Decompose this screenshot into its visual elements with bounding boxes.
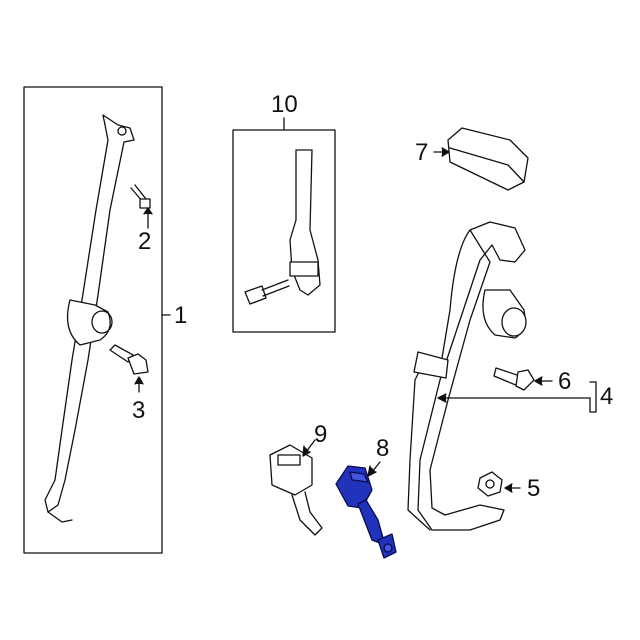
bolt-part-3: [109, 344, 149, 393]
nut-part-5: [477, 471, 521, 497]
bolt-part-2: [130, 184, 153, 229]
cover-part-7: [433, 127, 529, 191]
callout-2: 2: [138, 228, 152, 255]
group-box-10: [232, 129, 336, 333]
callout-7: 7: [415, 139, 429, 166]
callout-10: 10: [271, 91, 298, 118]
callout-8: 8: [376, 435, 390, 462]
callout-1: 1: [174, 302, 188, 329]
callout-4: 4: [600, 383, 614, 410]
callout-6: 6: [558, 368, 572, 395]
seat-belt-retractor-part-4: [407, 221, 597, 531]
buckle-part-8-highlighted: [335, 461, 397, 559]
buckle-part-9: [269, 439, 323, 536]
group-box-1: [23, 86, 163, 554]
seat-belt-assembly-part-1: [44, 114, 135, 523]
callout-9: 9: [314, 421, 328, 448]
buckle-strap-part-10: [244, 149, 321, 305]
bolt-part-6: [493, 367, 553, 391]
callout-3: 3: [132, 397, 146, 424]
callout-5: 5: [527, 475, 541, 502]
